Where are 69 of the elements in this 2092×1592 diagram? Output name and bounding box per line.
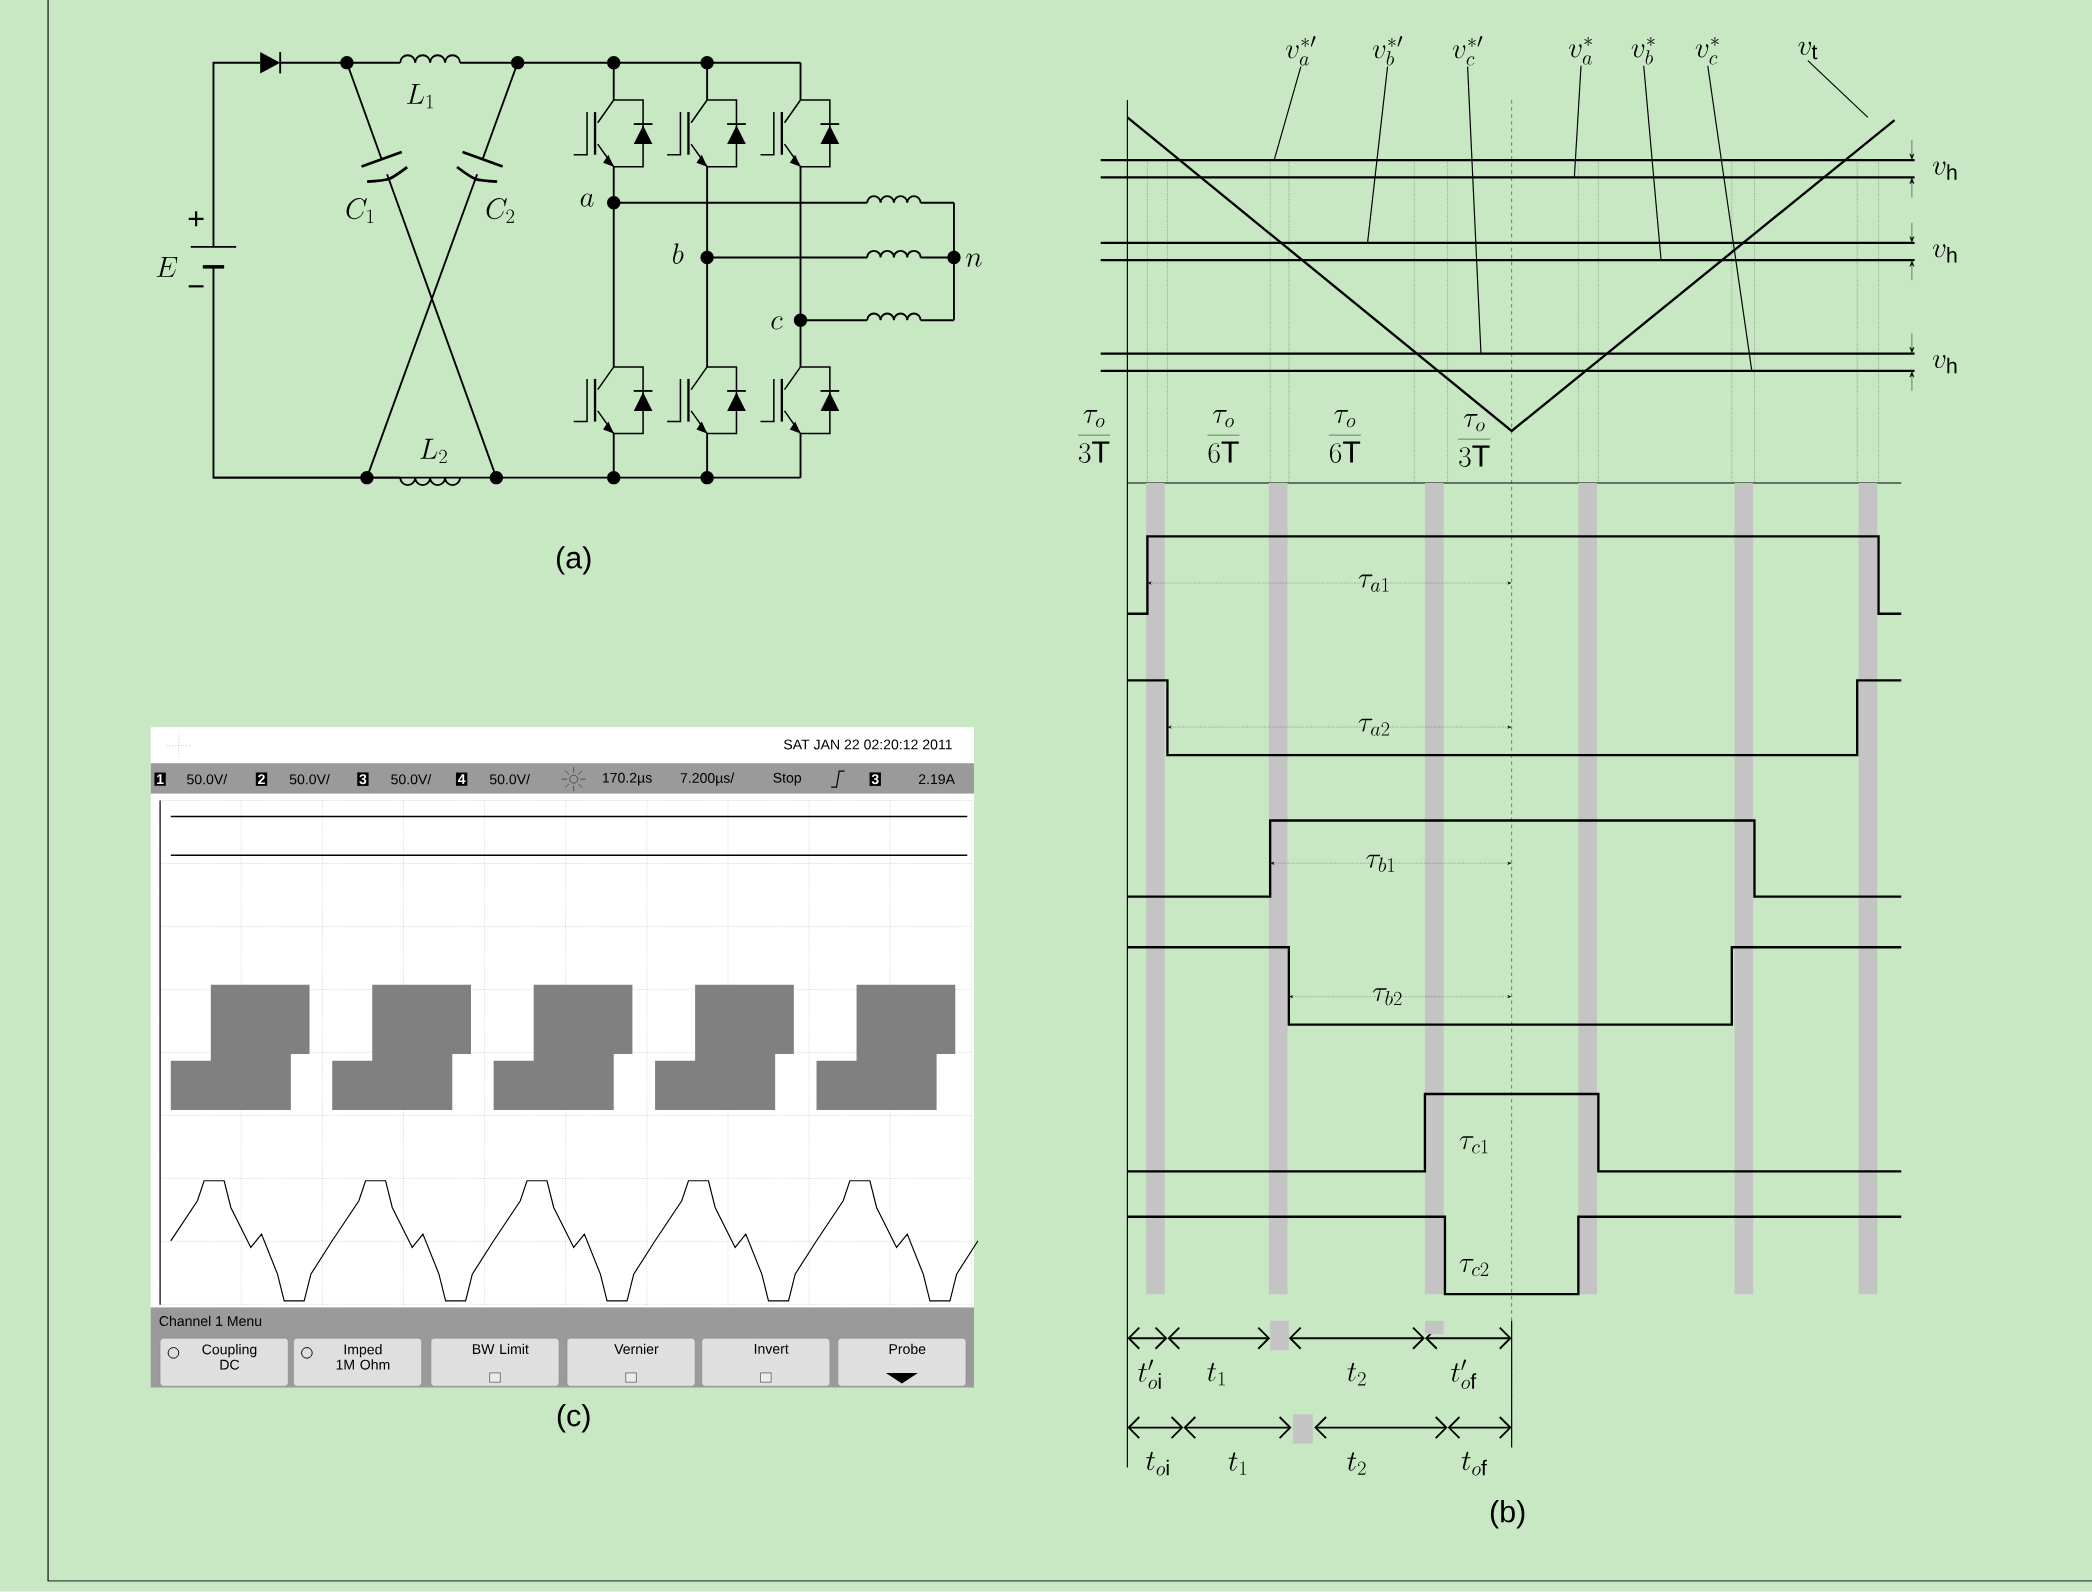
pulse-width-label: $\tau_{c2}$ [1459, 1259, 1489, 1277]
component-label: $L_1$ [406, 84, 433, 109]
channel-badge: 1 [154, 772, 166, 786]
signal-label: $v_c^{*\prime}$ [1452, 36, 1483, 66]
channel-badge: 2 [255, 772, 268, 786]
signal-label: $v_b^{*\prime}$ [1372, 36, 1403, 66]
menu-button: Invert [701, 1338, 831, 1387]
component-label: $E$ [156, 257, 178, 277]
time-readout: 170.2µs [602, 772, 652, 786]
leader-line [1273, 66, 1302, 161]
menu-button: Probe [837, 1338, 967, 1387]
terminal-label: $a$ [580, 193, 594, 207]
channel-badge: 3 [869, 772, 881, 787]
interval-label: $t_2$ [1347, 1362, 1366, 1386]
time-fraction: $\frac{\tau_o}{3\mathrm{T}}$ [1458, 414, 1491, 468]
signal-label: $v_a^{*\prime}$ [1286, 36, 1316, 66]
pulse-width-label: $\tau_{a2}$ [1358, 718, 1390, 736]
time-fraction: $\frac{\tau_o}{6\mathrm{T}}$ [1328, 410, 1361, 464]
panel-caption: (a) [556, 546, 591, 575]
time-fraction: $\frac{\tau_o}{3\mathrm{T}}$ [1078, 410, 1111, 464]
leader-line [1643, 65, 1662, 261]
polarity-sign: + [188, 211, 204, 227]
scale-readout: 50.0V/ [289, 774, 330, 785]
signal-label: $v_\mathrm{h}$ [1932, 355, 1957, 374]
time-fraction: $\frac{\tau_o}{6\mathrm{T}}$ [1207, 410, 1240, 464]
interval-label: $t'_{o\mathrm{i}}$ [1138, 1359, 1161, 1390]
component-label: $L_2$ [420, 438, 447, 464]
scale-readout: 50.0V/ [391, 774, 432, 785]
pulse-width-label: $\tau_{b2}$ [1372, 988, 1402, 1006]
polarity-sign: − [188, 285, 204, 288]
terminal-label: $c$ [771, 316, 783, 330]
leader-line [1366, 66, 1389, 244]
menu-title: Channel 1 Menu [159, 1315, 262, 1327]
panel-caption: (b) [1490, 1500, 1525, 1529]
interval-label: $t'_{o\mathrm{f}}$ [1451, 1359, 1477, 1390]
terminal-label: $b$ [673, 243, 684, 265]
menu-button: Imped 1M Ohm [293, 1338, 422, 1387]
signal-label: $v_\mathrm{h}$ [1932, 244, 1957, 263]
leader-line [1467, 66, 1482, 355]
terminal-label: $n$ [966, 253, 982, 267]
scale-readout: 50.0V/ [187, 774, 228, 785]
component-label: $C_1$ [346, 198, 374, 224]
interval-label: $t_{o\mathrm{i}}$ [1146, 1451, 1169, 1476]
signal-label: $v_a^{*}$ [1569, 37, 1592, 65]
menu-button: Coupling DC [159, 1338, 289, 1387]
leader-line [1707, 65, 1753, 372]
date-readout: SAT JAN 22 02:20:12 2011 [784, 739, 952, 750]
channel-badge: 3 [357, 772, 369, 787]
interval-label: $t_1$ [1207, 1362, 1225, 1386]
interval-label: $t_2$ [1347, 1452, 1366, 1475]
status-readout: Stop [773, 772, 802, 786]
signal-label: $v_c^{*}$ [1695, 37, 1719, 65]
pulse-width-label: $\tau_{b1}$ [1366, 854, 1395, 873]
scale-readout: 50.0V/ [489, 774, 530, 785]
signal-label: $v_b^{*}$ [1631, 37, 1655, 65]
component-label: $C_2$ [486, 198, 515, 224]
interval-label: $t_1$ [1228, 1452, 1247, 1475]
signal-label: $v_\mathrm{t}$ [1798, 42, 1818, 60]
pulse-width-label: $\tau_{c1}$ [1459, 1136, 1488, 1154]
pulse-width-label: $\tau_{a1}$ [1358, 574, 1389, 592]
interval-label: $t_{o\mathrm{f}}$ [1461, 1451, 1487, 1476]
leader-line [1807, 60, 1869, 119]
leader-line [1573, 65, 1582, 179]
time-readout: 7.200µs/ [680, 772, 735, 786]
signal-label: $v_\mathrm{h}$ [1932, 161, 1957, 180]
menu-button: Vernier [566, 1338, 696, 1387]
panel-caption: (c) [557, 1404, 590, 1433]
menu-button: BW Limit [430, 1338, 560, 1387]
trigger-readout: 2.19A [918, 774, 955, 785]
